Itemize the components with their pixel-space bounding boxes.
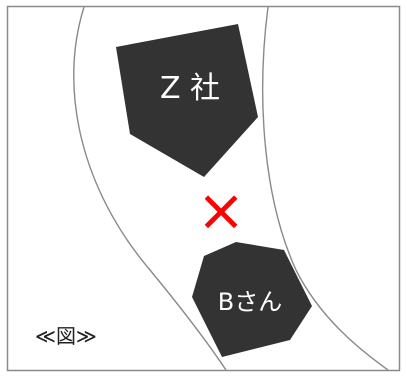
path-line-right: [262, 6, 389, 371]
company-z-label: Z 社: [160, 71, 220, 106]
person-b-label: Bさん: [218, 288, 282, 316]
figure-caption: ≪図≫: [35, 324, 97, 348]
company-z-pentagon: [116, 24, 258, 177]
person-b-pentagon: [192, 242, 312, 357]
path-line-left: [73, 6, 227, 371]
company-z-marker: Z 社: [116, 24, 258, 177]
cross-mark: ×: [197, 176, 246, 244]
person-b-marker: Bさん: [192, 242, 312, 357]
